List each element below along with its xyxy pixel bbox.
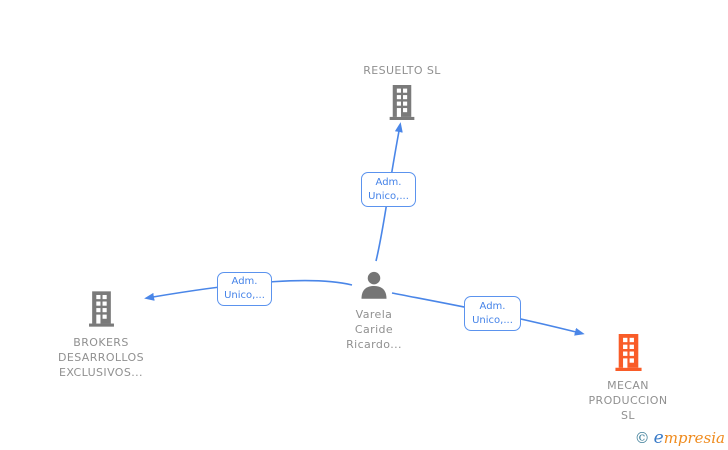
building-icon — [387, 85, 417, 120]
copyright-symbol: © — [634, 429, 650, 447]
edge-person-resuelto — [375, 122, 403, 262]
node-person-varela[interactable]: Varela Caride Ricardo... — [324, 270, 424, 352]
edge-label-adm-unico-resuelto[interactable]: Adm. Unico,... — [361, 172, 416, 207]
user-silhouette-icon — [359, 270, 389, 300]
empresia-watermark-logo[interactable]: ©empresia — [635, 428, 725, 448]
company-name-label: MECAN PRODUCCION SL — [588, 379, 668, 422]
building-icon — [88, 291, 115, 327]
brand-initial: e — [653, 428, 664, 448]
node-company-brokers[interactable]: BROKERS DESARROLLOS EXCLUSIVOS... — [31, 291, 171, 380]
company-name-label: BROKERS DESARROLLOS EXCLUSIVOS... — [58, 336, 144, 379]
edge-person-brokers — [144, 279, 353, 301]
edge-label-adm-unico-brokers[interactable]: Adm. Unico,... — [217, 272, 272, 306]
brand-text: mpresia — [663, 429, 725, 447]
node-company-mecan[interactable]: MECAN PRODUCCION SL — [558, 334, 698, 423]
company-name-label: RESUELTO SL — [363, 64, 441, 77]
building-icon — [614, 334, 643, 371]
node-company-resuelto[interactable]: RESUELTO SL — [342, 63, 462, 124]
person-name-label: Varela Caride Ricardo... — [346, 308, 402, 351]
edge-label-adm-unico-mecan[interactable]: Adm. Unico,... — [464, 296, 521, 331]
